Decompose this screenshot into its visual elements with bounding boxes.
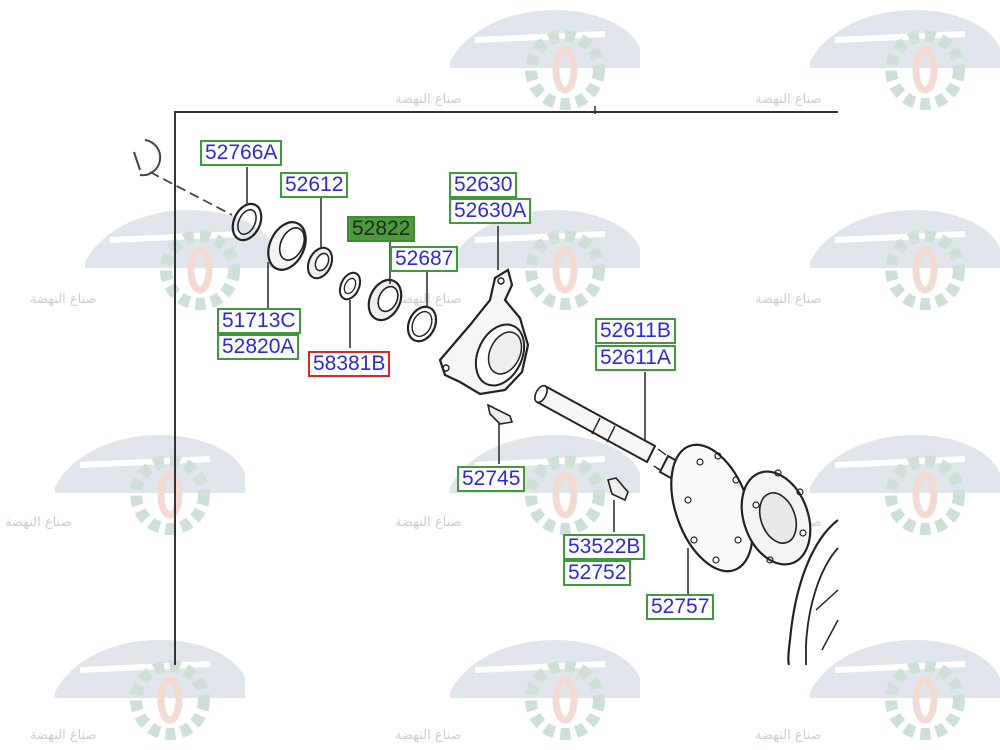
snap-ring-part	[338, 271, 362, 301]
axle-break-icon	[653, 448, 667, 471]
bolt-hole-icon	[799, 529, 807, 537]
watermark-text: صناع النهضة	[5, 515, 72, 530]
bolt-hole-icon	[442, 364, 450, 372]
part-label-52757[interactable]: 52757	[646, 594, 715, 620]
axis-line	[149, 171, 233, 216]
part-label-52612[interactable]: 52612	[280, 172, 349, 198]
watermark-text: صناع النهضة	[30, 728, 97, 743]
bolt-hole-icon	[684, 496, 692, 504]
part-label-52766a[interactable]: 52766A	[200, 140, 283, 166]
wheel-bearing-part	[377, 285, 399, 313]
part-label-52611b[interactable]: 52611B	[595, 318, 676, 344]
bolt-hole-icon	[497, 277, 505, 285]
part-label-52687[interactable]: 52687	[390, 246, 459, 272]
bolt-hole-icon	[712, 556, 720, 564]
bearing-part	[314, 252, 330, 272]
wheel-hub-part	[758, 492, 798, 544]
reference-circle-icon	[139, 139, 162, 177]
part-label-58381b[interactable]: 58381B	[308, 351, 391, 377]
part-label-52745[interactable]: 52745	[457, 466, 526, 492]
bolt-hole-icon	[690, 536, 698, 544]
axle-shaft-part	[606, 425, 616, 443]
brake-drum-part	[815, 589, 839, 651]
wheel-stud-part	[607, 477, 629, 502]
bolt-hole-icon	[734, 536, 742, 544]
watermark-text: صناع النهضة	[30, 292, 97, 307]
part-label-52822[interactable]: 52822	[347, 216, 416, 242]
bolt-hole-icon	[766, 556, 774, 564]
watermark-text: صناع النهضة	[755, 292, 822, 307]
watermark-text: صناع النهضة	[395, 92, 462, 107]
brake-drum-part	[805, 547, 839, 665]
part-label-52630a[interactable]: 52630A	[449, 198, 532, 224]
part-label-51713c[interactable]: 51713C	[217, 308, 301, 334]
axle-shaft-part	[535, 384, 657, 464]
brake-drum-part	[787, 519, 839, 666]
drawing-frame	[174, 111, 838, 665]
part-label-52630[interactable]: 52630	[449, 172, 518, 198]
o-ring-part	[411, 310, 433, 338]
watermark-text: صناع النهضة	[755, 728, 822, 743]
snap-ring-part	[343, 277, 357, 295]
bolt-hole-icon	[696, 458, 704, 466]
seal-ring-part	[231, 202, 263, 242]
part-label-53522b[interactable]: 53522B	[563, 534, 646, 560]
bolt-hole-icon	[714, 452, 722, 460]
watermark-text: صناع النهضة	[395, 515, 462, 530]
bolt-hole-icon	[774, 469, 782, 477]
bolt-hole-icon	[752, 501, 760, 509]
part-label-52611a[interactable]: 52611A	[595, 345, 676, 371]
bolt-hole-icon	[732, 476, 740, 484]
axle-housing-part	[487, 331, 523, 375]
part-label-52752[interactable]: 52752	[563, 560, 632, 586]
leader-lines	[246, 167, 689, 594]
axle-shaft-part	[591, 417, 601, 435]
part-label-52820a[interactable]: 52820A	[217, 334, 300, 360]
seal-ring-part	[237, 208, 257, 236]
watermark-text: صناع النهضة	[395, 292, 462, 307]
watermark-text: صناع النهضة	[755, 92, 822, 107]
axle-shaft-part	[534, 384, 548, 404]
bolt-hole-icon	[796, 488, 804, 496]
watermark-text: صناع النهضة	[395, 728, 462, 743]
reference-circle-icon	[133, 151, 141, 171]
oil-seal-part	[278, 227, 306, 261]
o-ring-part	[406, 305, 438, 343]
bolt-part	[486, 403, 514, 425]
